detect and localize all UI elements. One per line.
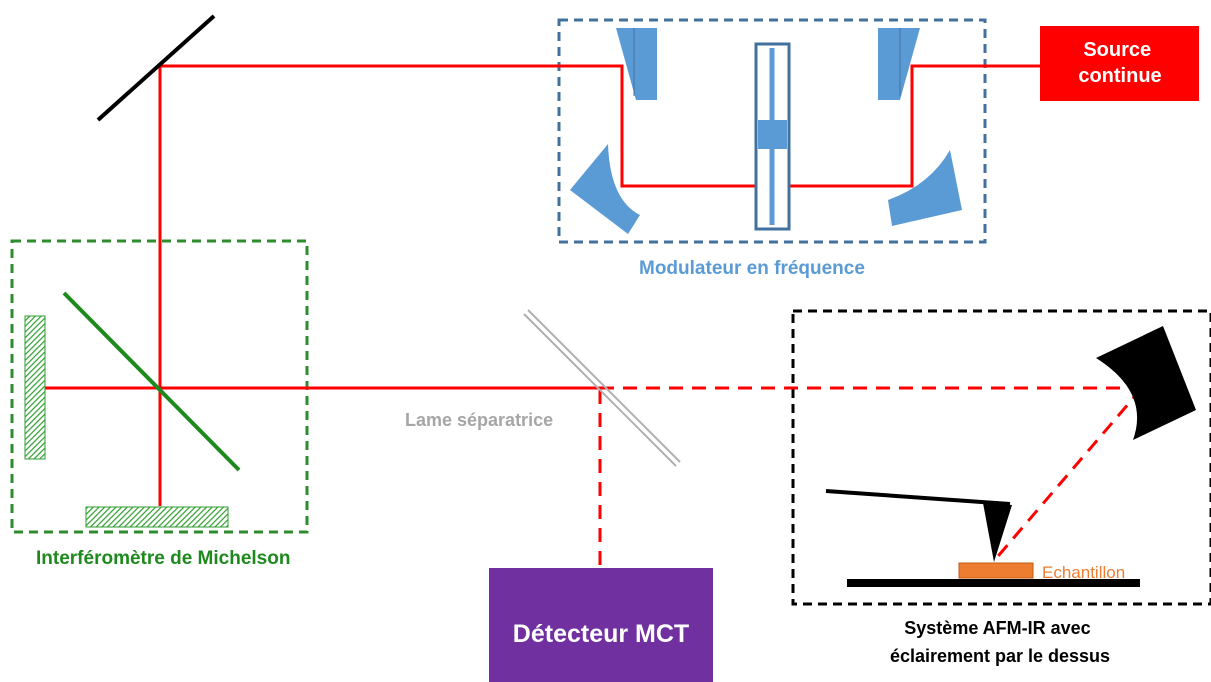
michelson-mirror-left bbox=[24, 315, 46, 460]
sample bbox=[958, 562, 1034, 579]
michelson-mirror-bottom bbox=[85, 506, 229, 528]
modulator-crystal-center bbox=[758, 120, 787, 149]
detector-box bbox=[489, 568, 713, 682]
beam-splitter-line-1 bbox=[523, 313, 677, 467]
beam-splitter-label: Lame séparatrice bbox=[405, 410, 553, 430]
beam-path-focused bbox=[991, 387, 1144, 563]
michelson-beam-splitter bbox=[62, 291, 241, 472]
beam-splitter-line-2 bbox=[527, 309, 681, 463]
source-label: Source continue bbox=[1078, 39, 1161, 87]
folding-mirror bbox=[96, 14, 216, 122]
afm-stage bbox=[847, 579, 1140, 587]
afm-label: Système AFM-IR avec éclairement par le d… bbox=[890, 618, 1110, 666]
modulator-label: Modulateur en fréquence bbox=[639, 258, 865, 279]
modulator-curved-mirror-right bbox=[888, 150, 962, 226]
sample-label: Echantillon bbox=[1042, 563, 1125, 582]
michelson-label: Interféromètre de Michelson bbox=[36, 548, 290, 569]
afm-frame bbox=[791, 309, 1211, 606]
detector-label: Détecteur MCT bbox=[513, 620, 689, 648]
afm-tip bbox=[983, 503, 1012, 562]
afm-cantilever bbox=[825, 489, 1011, 506]
afm-parabolic-mirror bbox=[1096, 326, 1196, 440]
source-box bbox=[1040, 26, 1199, 101]
modulator-wedge-left bbox=[616, 28, 657, 100]
modulator-wedge-right bbox=[878, 28, 920, 100]
modulator-frame bbox=[557, 18, 987, 244]
modulator-curved-mirror-left bbox=[570, 144, 640, 234]
